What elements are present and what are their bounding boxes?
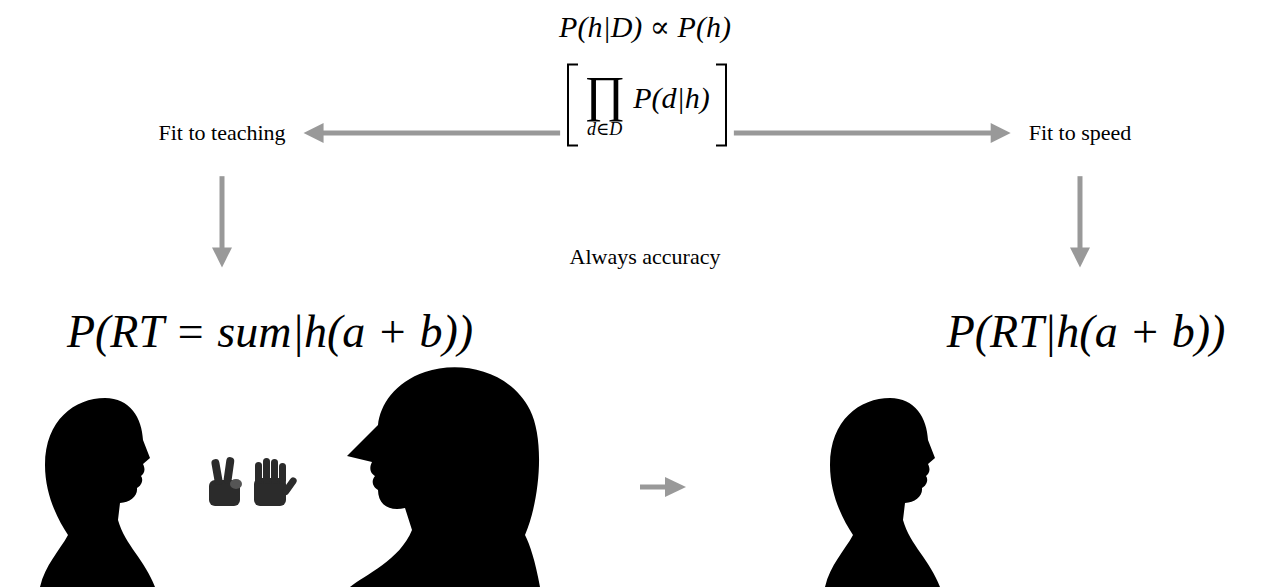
product-index: d∈D <box>587 119 622 141</box>
likelihood-term: P(d|h) <box>633 80 710 116</box>
bracket-lines <box>568 65 726 146</box>
arrow-connector <box>734 123 1011 143</box>
bracket-term: ∏d∈DP(d|h) <box>566 63 728 147</box>
woman-profile <box>347 367 540 587</box>
node-text: Fit to speed <box>1029 120 1132 146</box>
arrow-head <box>304 123 324 143</box>
arrow-connector <box>1070 176 1090 267</box>
child-profile <box>825 398 940 587</box>
child-silhouette <box>40 398 155 587</box>
arrow-connector <box>304 123 561 143</box>
arrow-line <box>640 485 668 490</box>
step-label: Fit to teaching <box>154 118 289 148</box>
arrow-head <box>991 123 1011 143</box>
hand-finger <box>211 459 223 486</box>
hands-icon <box>209 457 298 506</box>
product-column: ∏d∈D <box>584 69 625 141</box>
hand-thumb <box>281 476 298 496</box>
transition-arrow <box>640 477 686 497</box>
arrow-head <box>212 247 232 267</box>
arrow-head <box>665 477 686 497</box>
formula-label: P(h|D) ∝ P(h) <box>559 9 731 45</box>
arrow-head <box>1070 247 1090 267</box>
node-text: P(RT|h(a + b)) <box>947 304 1226 359</box>
child-profile <box>40 398 155 587</box>
arrow-line <box>320 130 561 135</box>
hand-finger <box>263 458 270 484</box>
woman-silhouette <box>347 367 540 587</box>
node-text: P(RT = sum|h(a + b)) <box>67 304 473 359</box>
arrow-connector <box>212 176 232 267</box>
note-label: Always accuracy <box>570 244 721 270</box>
formula-box: P(RT|h(a + b)) <box>943 302 1230 361</box>
hand-finger <box>255 462 262 484</box>
hand-thumb <box>230 479 242 489</box>
formula-box: P(RT = sum|h(a + b)) <box>63 302 477 361</box>
arrow-line <box>734 130 995 135</box>
step-label: Fit to speed <box>1025 118 1136 148</box>
hand-finger <box>271 459 278 484</box>
node-text: Fit to teaching <box>158 120 285 146</box>
product-symbol: ∏ <box>584 69 625 119</box>
hand-finger <box>279 463 286 484</box>
child-silhouette <box>825 398 940 587</box>
arrow-line <box>220 176 225 251</box>
arrow-line <box>1077 176 1082 251</box>
